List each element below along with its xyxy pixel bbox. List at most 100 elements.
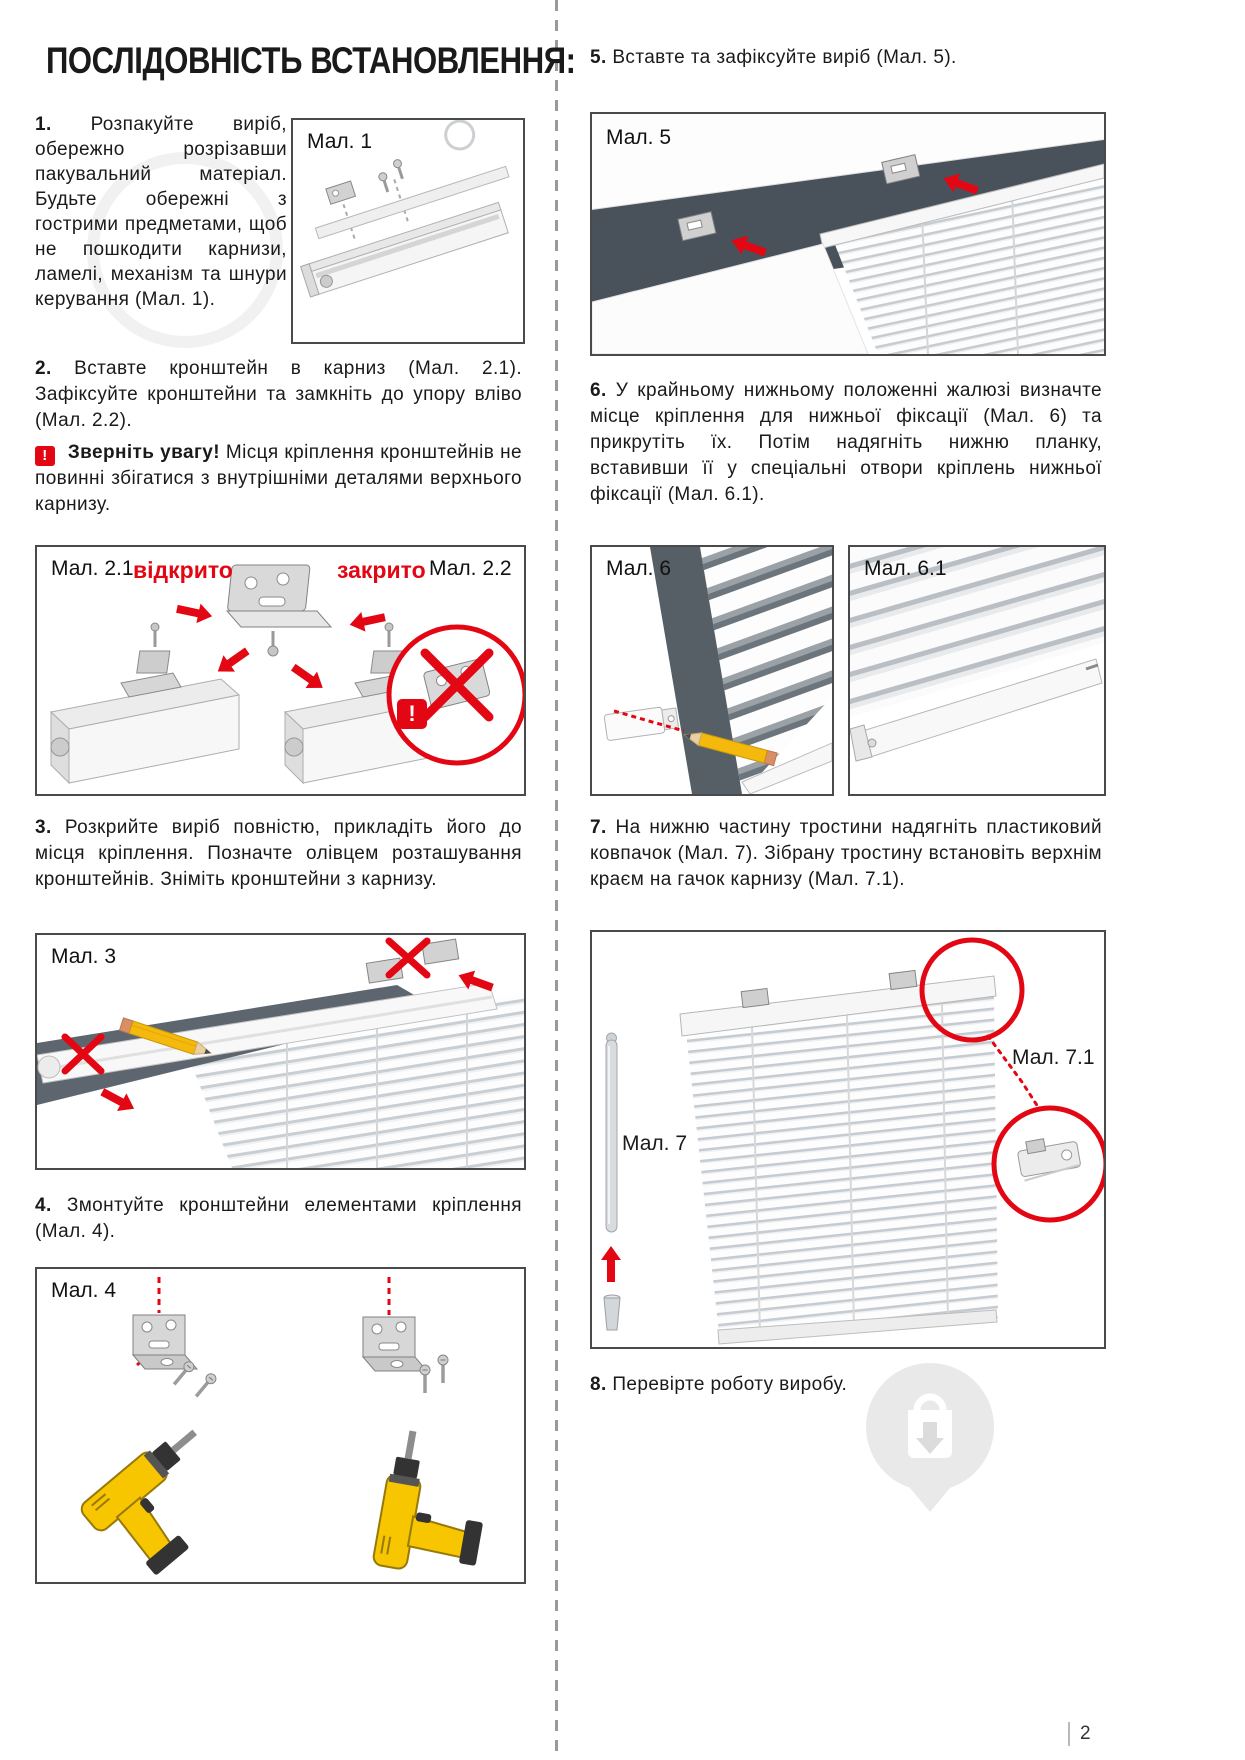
- warning-icon: !: [35, 446, 55, 466]
- cornice-exploded-view: [299, 120, 510, 298]
- blinds-slats: [850, 547, 1104, 717]
- figure-3-box: Мал. 3: [35, 933, 526, 1170]
- mark-x-top-icon: [385, 937, 431, 979]
- ceiling: [592, 114, 1104, 210]
- mark-dashed-line: [613, 709, 685, 733]
- warning-text: Місця кріплення кронштейнів не повинні з…: [35, 442, 522, 515]
- open-state-label: відкрито: [133, 557, 233, 583]
- arrow-insert-right-icon: [943, 173, 979, 195]
- figure-1-label: Мал. 1: [307, 130, 373, 153]
- step-3: 3. Розкрийте виріб повністю, прикладіть …: [35, 815, 522, 893]
- watermark-logo: [866, 1363, 994, 1512]
- pencil-icon: [118, 1017, 213, 1056]
- step-8-number: 8.: [590, 1374, 607, 1395]
- window-recess: [592, 140, 1104, 302]
- arrow-closed-icon: [349, 612, 386, 632]
- cornice-left: [49, 621, 241, 785]
- pencil-icon: [683, 732, 778, 767]
- crossed-out-warning-badge: !: [397, 699, 427, 729]
- step-1-number: 1.: [35, 114, 52, 135]
- step-1: 1. Розпакуйте виріб, обережно розрізавши…: [35, 112, 287, 312]
- figure-5-box: Мал. 5: [590, 112, 1106, 356]
- blinds-slats: [700, 547, 832, 794]
- figure-5-illustration: [592, 114, 1104, 354]
- figure-2-illustration: [49, 564, 524, 785]
- figure-1-illustration: [299, 120, 510, 298]
- bottom-rail: [717, 1309, 998, 1345]
- hook-detail-circle: [919, 937, 1025, 1043]
- figure-2-box: Мал. 2.1 відкрито закрито Мал. 2.2 !: [35, 545, 526, 796]
- headrail-clip: [740, 987, 770, 1009]
- figure-7-label: Мал. 7: [622, 1132, 688, 1155]
- window-sill: [592, 243, 869, 354]
- step-5-number: 5.: [590, 47, 607, 68]
- figure-1-box: Мал. 1: [291, 118, 525, 344]
- bracket-installed-left: [677, 211, 717, 242]
- window-jamb: [650, 547, 742, 794]
- figure-3-label: Мал. 3: [51, 945, 117, 968]
- bracket-installed-right: [881, 154, 921, 185]
- wand: [605, 1039, 618, 1233]
- drill-left: [77, 1418, 251, 1582]
- warning-note: ! Зверніть увагу! Місця кріплення кроншт…: [35, 440, 522, 518]
- blinds-slats: [830, 166, 1104, 354]
- arrow-remove-bracket-icon: [458, 970, 494, 992]
- step-7-text: На нижню частину тростини надягніть плас…: [590, 817, 1103, 890]
- brackets-removed: [365, 938, 460, 984]
- figure-4-illustration: [77, 1277, 498, 1582]
- arrow-insert-left-icon: [731, 235, 767, 257]
- figure-6-1-illustration: [850, 547, 1104, 762]
- step-5: 5. Вставте та зафіксуйте виріб (Мал. 5).: [590, 45, 1102, 71]
- figure-7-1-label: Мал. 7.1: [1012, 1046, 1095, 1069]
- figure-7-box: Мал. 7 Мал. 7.1: [590, 930, 1106, 1349]
- figure-4-label: Мал. 4: [51, 1279, 117, 1302]
- arrow-slide-right-icon: [290, 663, 323, 689]
- step-8: 8. Перевірте роботу виробу.: [590, 1372, 1102, 1398]
- headrail-clip: [888, 969, 918, 991]
- figure-6-box: Мал. 6: [590, 545, 834, 796]
- figure-6-1-label: Мал. 6.1: [864, 557, 947, 580]
- column-divider: [555, 0, 558, 1760]
- mounting-bracket-left: [132, 1314, 198, 1370]
- mark-x-left-icon: [61, 1033, 105, 1075]
- step-4-number: 4.: [35, 1195, 52, 1216]
- step-6-number: 6.: [590, 380, 607, 401]
- arrow-mark-icon: [100, 1088, 135, 1111]
- rail-end-cap: [850, 724, 873, 762]
- step-4-text: Змонтуйте кронштейни елементами кріпленн…: [35, 1195, 522, 1242]
- bottom-rail: [741, 742, 832, 794]
- blinds-slats: [686, 994, 998, 1342]
- figure-6-label: Мал. 6: [606, 557, 672, 580]
- screw-icon: [418, 1363, 432, 1395]
- page-number: 2: [1068, 1722, 1091, 1746]
- headrail: [679, 975, 997, 1037]
- figure-7-illustration: [601, 937, 1104, 1345]
- wand-hook-detail: [1017, 1138, 1081, 1182]
- bracket-detail: [225, 564, 333, 657]
- arrow-up-icon: [601, 1246, 621, 1282]
- screw-icon: [436, 1353, 450, 1385]
- step-2-block: 2. Вставте кронштейн в карниз (Мал. 2.1)…: [35, 356, 522, 537]
- arrow-slide-left-icon: [217, 647, 250, 672]
- step-2-text: Вставте кронштейн в карниз (Мал. 2.1). З…: [35, 358, 522, 431]
- arrow-open-icon: [176, 603, 213, 624]
- drill-right: [371, 1427, 498, 1582]
- figure-4-box: Мал. 4: [35, 1267, 526, 1584]
- step-4: 4. Змонтуйте кронштейни елементами кріпл…: [35, 1193, 522, 1245]
- warning-title: Зверніть увагу!: [67, 442, 220, 463]
- step-2: 2. Вставте кронштейн в карниз (Мал. 2.1)…: [35, 356, 522, 434]
- figure-6-illustration: [603, 547, 832, 794]
- figure-5-label: Мал. 5: [606, 126, 672, 149]
- step-7-number: 7.: [590, 817, 607, 838]
- step-7: 7. На нижню частину тростини надягніть п…: [590, 815, 1102, 893]
- blinds-slats: [187, 993, 524, 1168]
- step-6: 6. У крайньому нижньому положенні жалюзі…: [590, 378, 1102, 508]
- fixation-hook: [1085, 663, 1099, 671]
- step-6-text: У крайньому нижньому положенні жалюзі ви…: [590, 380, 1103, 505]
- cross-out-icon: [420, 648, 494, 722]
- step-1-text: Розпакуйте виріб, обережно розрізавши па…: [35, 114, 287, 310]
- figure-6-1-box: Мал. 6.1: [848, 545, 1106, 796]
- figure-2-2-label: Мал. 2.2: [429, 557, 512, 580]
- step-5-text: Вставте та зафіксуйте виріб (Мал. 5).: [612, 47, 957, 68]
